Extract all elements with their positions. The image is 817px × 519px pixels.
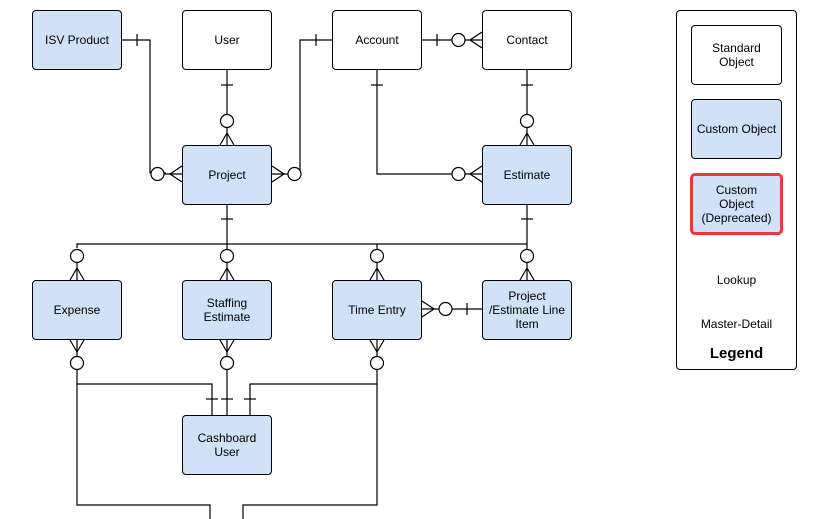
entity-contact: Contact <box>482 10 572 70</box>
entity-staffing-estimate: Staffing Estimate <box>182 280 272 340</box>
entity-project-estimate-line-item: Project /Estimate Line Item <box>482 280 572 340</box>
entity-cashboard-user: Cashboard User <box>182 415 272 475</box>
entity-isv-product: ISV Product <box>32 10 122 70</box>
legend-custom-object: Custom Object <box>691 99 782 159</box>
entity-project: Project <box>182 145 272 205</box>
legend-title: Legend <box>709 345 764 362</box>
legend-standard-object: Standard Object <box>691 25 782 85</box>
legend-custom-object-deprecated: Custom Object (Deprecated) <box>690 173 783 235</box>
entity-time-entry: Time Entry <box>332 280 422 340</box>
legend-master-detail-label: Master-Detail <box>700 317 773 331</box>
legend-lookup-label: Lookup <box>716 273 757 287</box>
entity-user: User <box>182 10 272 70</box>
entity-estimate: Estimate <box>482 145 572 205</box>
entity-account: Account <box>332 10 422 70</box>
entity-expense: Expense <box>32 280 122 340</box>
